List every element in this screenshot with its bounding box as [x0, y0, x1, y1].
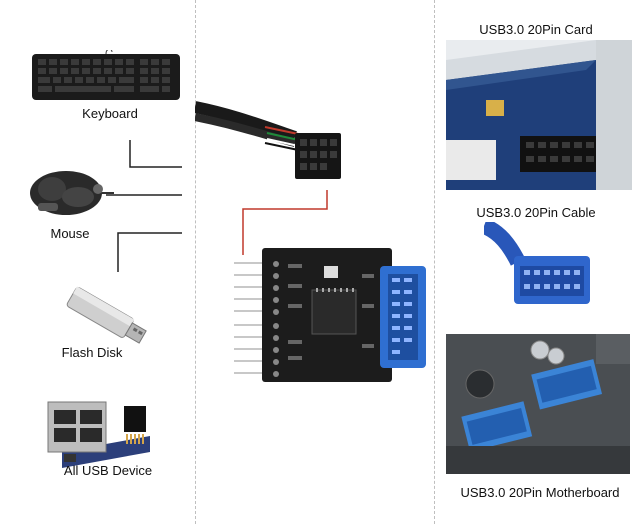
- pci-card-label: USB3.0 20Pin Card: [479, 22, 593, 37]
- keyboard-label: Keyboard: [82, 106, 138, 121]
- flash-disk-icon: [60, 284, 156, 350]
- usb2-header-cable-icon: [195, 95, 345, 190]
- keyboard-image: [30, 50, 182, 106]
- usb-device-icon: [42, 392, 154, 472]
- motherboard-label: USB3.0 20Pin Motherboard: [460, 485, 620, 500]
- mouse-image: [18, 163, 118, 223]
- flash-connector-line: [117, 232, 182, 272]
- usb-cable-image: [484, 222, 596, 310]
- usb-cable-label: USB3.0 20Pin Cable: [476, 205, 596, 220]
- adapter-board-image: [232, 244, 432, 384]
- mouse-icon: [18, 163, 118, 223]
- keyboard-icon: [30, 50, 182, 106]
- motherboard-icon: [446, 334, 630, 474]
- red-connector-line: [242, 190, 328, 255]
- header-cable-image: [195, 95, 345, 190]
- mouse-label: Mouse: [50, 226, 90, 241]
- usb-cable-connector-icon: [484, 222, 596, 310]
- pci-card-icon: [446, 40, 632, 190]
- usb-device-image: [42, 392, 154, 472]
- usb-device-label: All USB Device: [63, 463, 153, 478]
- flash-disk-image: [60, 284, 156, 350]
- usb-adapter-board-icon: [232, 244, 432, 384]
- keyboard-connector-line: [129, 140, 182, 168]
- motherboard-image: [446, 334, 630, 474]
- pci-card-image: [446, 40, 632, 190]
- flash-disk-label: Flash Disk: [61, 345, 123, 360]
